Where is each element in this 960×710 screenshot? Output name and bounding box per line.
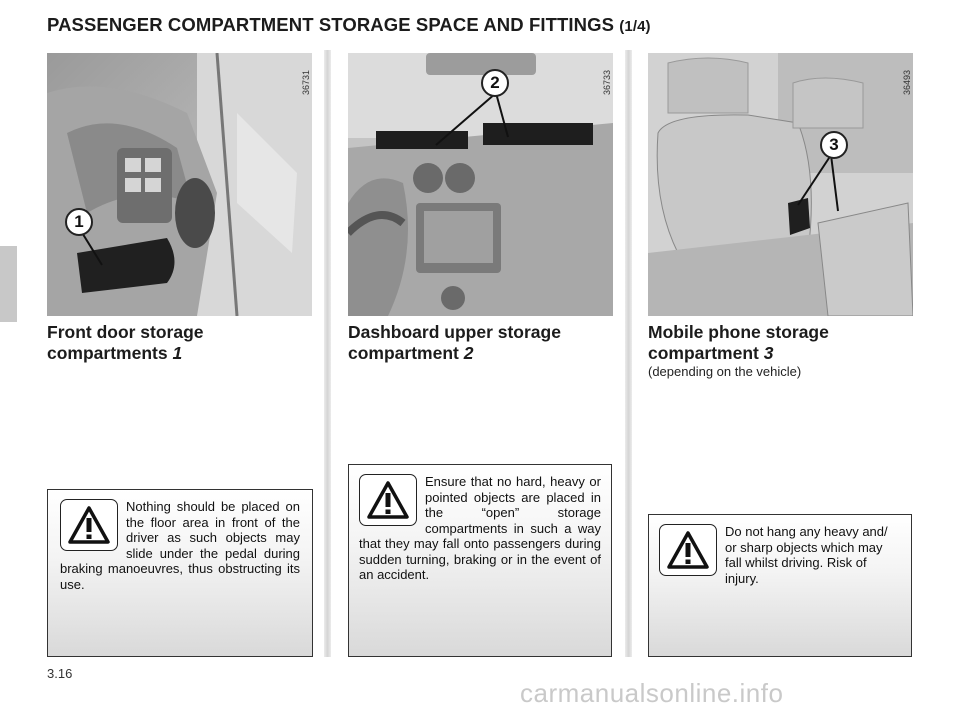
page-title: PASSENGER COMPARTMENT STORAGE SPACE AND … bbox=[47, 14, 651, 36]
heading-number: 1 bbox=[172, 343, 183, 363]
page-title-part: (1/4) bbox=[619, 18, 651, 35]
heading-line: Dashboard upper storage bbox=[348, 322, 561, 342]
warning-text: Do not hang any heavy and/ or sharp obje… bbox=[725, 524, 888, 586]
callout-marker: 3 bbox=[820, 131, 848, 159]
heading-line: compartments bbox=[47, 343, 168, 363]
heading-mobile-phone-storage: Mobile phone storage compartment 3 bbox=[648, 322, 829, 364]
photo-front-door-storage: 36731 1 bbox=[47, 53, 312, 316]
column-divider bbox=[324, 50, 331, 657]
heading-dashboard-storage: Dashboard upper storage compartment 2 bbox=[348, 322, 561, 364]
heading-number: 2 bbox=[463, 343, 474, 363]
heading-number: 3 bbox=[763, 343, 774, 363]
photo-dashboard-storage: 36733 2 bbox=[348, 53, 613, 316]
warning-triangle-icon bbox=[359, 474, 417, 526]
image-ref-number: 36493 bbox=[902, 69, 912, 95]
watermark: carmanualsonline.info bbox=[520, 678, 784, 708]
heading-line: compartment bbox=[348, 343, 459, 363]
page-number: 3.16 bbox=[47, 666, 73, 681]
photo-mobile-phone-storage: 36493 3 bbox=[648, 53, 913, 316]
warning-box: Do not hang any heavy and/ or sharp obje… bbox=[648, 514, 912, 657]
callout-marker: 2 bbox=[481, 69, 509, 97]
page-title-main: PASSENGER COMPARTMENT STORAGE SPACE AND … bbox=[47, 14, 615, 35]
warning-triangle-icon bbox=[659, 524, 717, 576]
warning-triangle-icon bbox=[60, 499, 118, 551]
warning-text: Ensure that no hard, heavy or pointed ob… bbox=[359, 474, 601, 582]
heading-line: Front door storage bbox=[47, 322, 204, 342]
callout-marker: 1 bbox=[65, 208, 93, 236]
warning-box: Nothing should be placed on the floor ar… bbox=[47, 489, 313, 657]
warning-text: Nothing should be placed on the floor ar… bbox=[60, 499, 300, 592]
heading-front-door-storage: Front door storage compartments 1 bbox=[47, 322, 204, 364]
vehicle-dependency-note: (depending on the vehicle) bbox=[648, 364, 802, 379]
image-ref-number: 36731 bbox=[301, 69, 311, 95]
image-ref-number: 36733 bbox=[602, 69, 612, 95]
column-divider bbox=[625, 50, 632, 657]
section-tab bbox=[0, 246, 17, 322]
heading-line: compartment bbox=[648, 343, 759, 363]
heading-line: Mobile phone storage bbox=[648, 322, 829, 342]
warning-box: Ensure that no hard, heavy or pointed ob… bbox=[348, 464, 612, 657]
